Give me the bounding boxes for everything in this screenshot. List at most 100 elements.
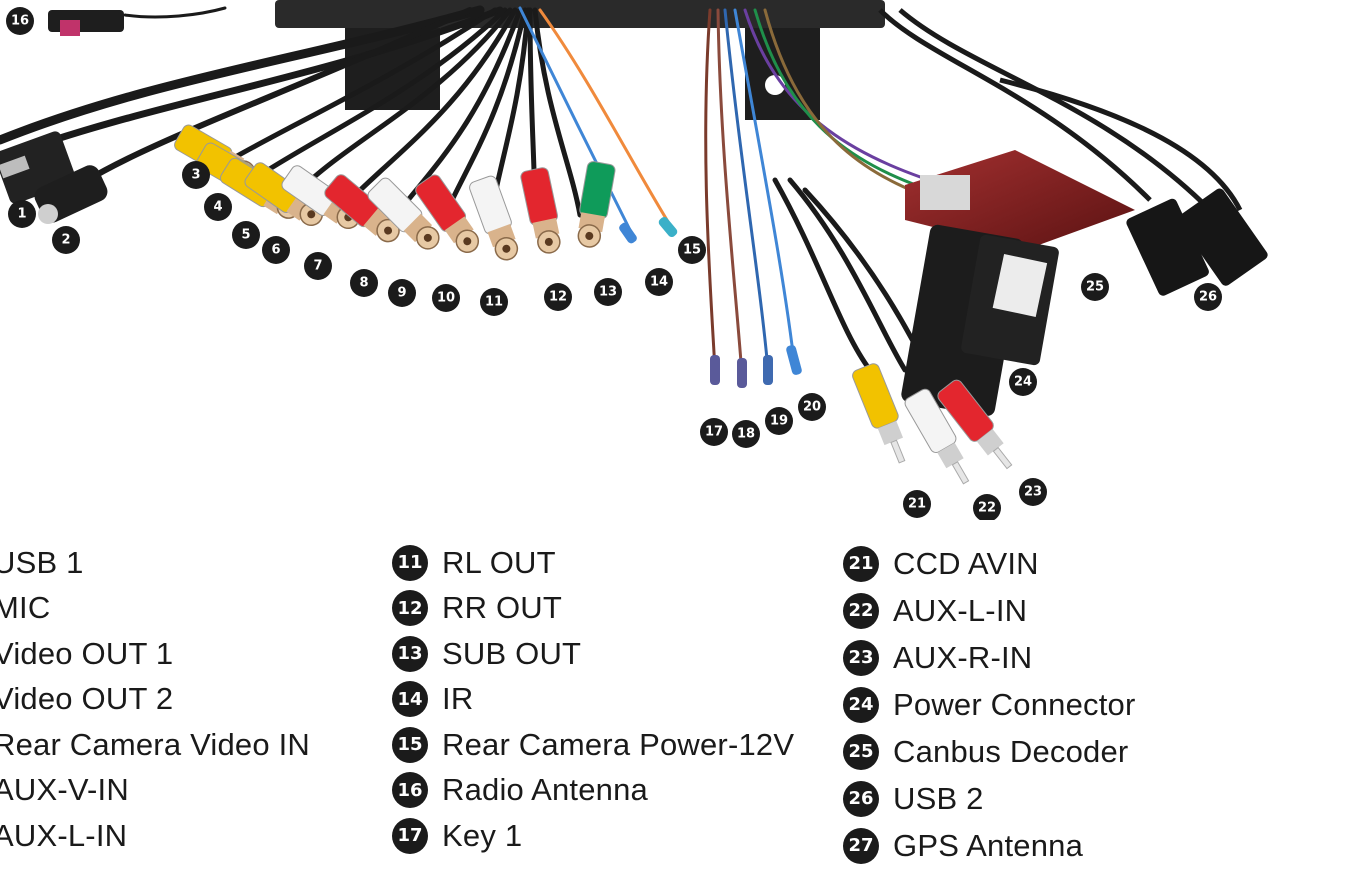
legend-number-badge: 24 <box>843 686 879 723</box>
rca-plug <box>937 379 1013 470</box>
badge-number: 4 <box>213 200 222 215</box>
legend-label: Rear Camera Power-12V <box>442 726 795 762</box>
legend-column-1: USB 1 MIC Video OUT 1 Video OUT 2 Rear C… <box>0 540 310 859</box>
legend-label: Radio Antenna <box>442 772 648 808</box>
rca-lower-plugs <box>852 363 1013 485</box>
legend-number-badge: 12 <box>392 590 428 627</box>
rca-plug <box>852 363 906 464</box>
legend-item: AUX-V-IN <box>0 768 310 814</box>
number-badge-7: 7 <box>304 252 332 280</box>
badge-number: 9 <box>397 286 406 301</box>
canbus-decoder <box>905 150 1135 250</box>
legend-number-badge: 23 <box>843 639 879 676</box>
number-badge-16: 16 <box>6 7 34 35</box>
number-badge-4: 4 <box>204 193 232 221</box>
head-unit <box>275 0 885 120</box>
legend-item: MIC <box>0 586 310 632</box>
legend-label: Video OUT 1 <box>0 635 174 671</box>
legend-item: 15 Rear Camera Power-12V <box>392 722 794 768</box>
number-badge-25: 25 <box>1081 273 1109 301</box>
number-badge-8: 8 <box>350 269 378 297</box>
legend-label: AUX-L-IN <box>893 592 1028 628</box>
badge-number: 1 <box>17 207 26 222</box>
lead-tips <box>619 216 802 388</box>
legend-item: 26 USB 2 <box>843 775 1136 822</box>
legend-item: 24 Power Connector <box>843 681 1136 728</box>
legend-label: AUX-R-IN <box>893 639 1033 675</box>
legend-label: SUB OUT <box>442 635 582 671</box>
number-badge-3: 3 <box>182 161 210 189</box>
number-badge-6: 6 <box>262 236 290 264</box>
number-badge-14: 14 <box>645 268 673 296</box>
badge-number: 25 <box>1086 280 1104 295</box>
number-badge-10: 10 <box>432 284 460 312</box>
number-badge-22: 22 <box>973 494 1001 520</box>
badge-number: 6 <box>271 243 280 258</box>
badge-number: 17 <box>705 425 723 440</box>
rca-plug <box>904 388 970 485</box>
legend-label: RR OUT <box>442 590 563 626</box>
legend-item: 12 RR OUT <box>392 586 794 632</box>
legend-label: Video OUT 2 <box>0 681 174 717</box>
badge-number: 12 <box>549 290 567 305</box>
legend-item: 13 SUB OUT <box>392 631 794 677</box>
legend-number-badge: 25 <box>843 733 879 770</box>
legend-number-badge: 11 <box>392 544 428 581</box>
badge-number: 16 <box>11 14 29 29</box>
legend-number-badge: 27 <box>843 827 879 864</box>
legend-number-badge: 26 <box>843 780 879 817</box>
number-badge-19: 19 <box>765 407 793 435</box>
legend-number-badge: 16 <box>392 772 428 809</box>
legend-label: CCD AVIN <box>893 545 1039 581</box>
legend-label: Power Connector <box>893 686 1136 722</box>
legend-item: Rear Camera Video IN <box>0 722 310 768</box>
number-badge-5: 5 <box>232 221 260 249</box>
badge-number: 3 <box>191 168 200 183</box>
badge-number: 2 <box>61 233 70 248</box>
number-badge-21: 21 <box>903 490 931 518</box>
legend: USB 1 MIC Video OUT 1 Video OUT 2 Rear C… <box>0 540 1347 864</box>
number-badge-13: 13 <box>594 278 622 306</box>
number-badge-24: 24 <box>1009 368 1037 396</box>
legend-label: MIC <box>0 590 51 626</box>
legend-item: Video OUT 1 <box>0 631 310 677</box>
legend-item: 27 GPS Antenna <box>843 822 1136 869</box>
number-badge-23: 23 <box>1019 478 1047 506</box>
badge-number: 7 <box>313 259 322 274</box>
badge-number: 13 <box>599 285 617 300</box>
usb2-connector <box>878 8 1243 212</box>
number-badge-1: 1 <box>8 200 36 228</box>
legend-label: GPS Antenna <box>893 827 1084 863</box>
legend-label: AUX-V-IN <box>0 772 129 808</box>
number-badge-9: 9 <box>388 279 416 307</box>
badge-number: 8 <box>359 276 368 291</box>
badge-number: 21 <box>908 497 926 512</box>
legend-label: IR <box>442 681 474 717</box>
legend-label: Rear Camera Video IN <box>0 726 311 762</box>
badge-number: 15 <box>683 243 701 258</box>
mic-connector <box>34 165 108 224</box>
rca-plug <box>367 177 440 250</box>
number-badge-18: 18 <box>732 420 760 448</box>
legend-number-badge: 13 <box>392 635 428 672</box>
badge-number: 10 <box>437 291 455 306</box>
legend-number-badge: 15 <box>392 726 428 763</box>
badge-number: 5 <box>241 228 250 243</box>
badge-number: 18 <box>737 427 755 442</box>
number-badge-11: 11 <box>480 288 508 316</box>
number-badge-2: 2 <box>52 226 80 254</box>
usb2-plugs <box>1126 188 1268 296</box>
number-badge-15: 15 <box>678 236 706 264</box>
number-badge-26: 26 <box>1194 283 1222 311</box>
badge-number: 26 <box>1199 290 1217 305</box>
number-badge-20: 20 <box>798 393 826 421</box>
legend-label: USB 2 <box>893 780 984 816</box>
legend-label: AUX-L-IN <box>0 817 128 853</box>
legend-item: AUX-L-IN <box>0 813 310 859</box>
